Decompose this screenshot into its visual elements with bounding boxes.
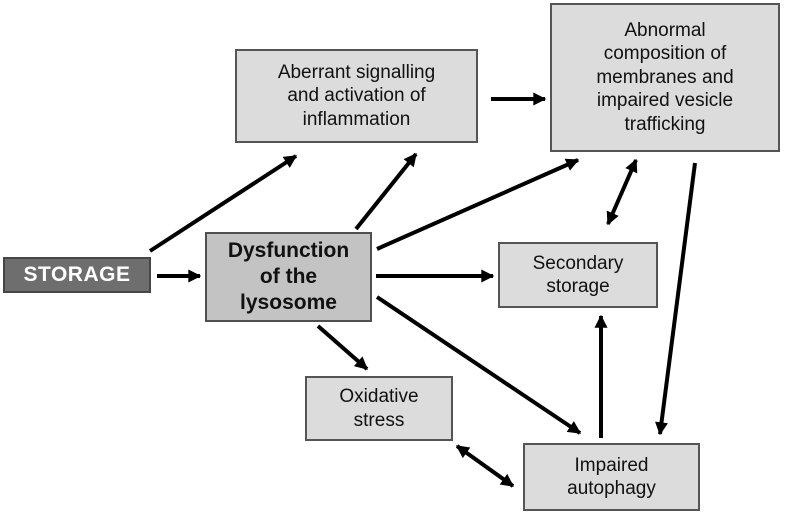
arrow-abnormal-membranes-to-impaired-autophagy [655,162,697,436]
node-abnormal-membranes-vesicle-trafficking: Abnormal composition of membranes and im… [550,3,780,152]
node-aberrant-signalling-inflammation: Aberrant signalling and activation of in… [235,49,478,143]
arrow-dysfunction-to-impaired-autophagy [375,295,582,435]
arrow-dysfunction-to-abnormal-membranes [376,158,580,251]
arrow-storage-to-aberrant-signalling [148,154,298,253]
arrow-abnormal-membranes-secondary-storage-bidirectional [606,158,638,226]
node-secondary-storage: Secondary storage [498,242,658,308]
node-storage: STORAGE [3,257,151,293]
arrow-oxidative-stress-impaired-autophagy-bidirectional [455,444,515,488]
node-impaired-autophagy: Impaired autophagy [523,443,700,511]
node-oxidative-stress: Oxidative stress [305,376,453,441]
arrow-dysfunction-to-oxidative-stress [316,324,369,371]
node-dysfunction-of-the-lysosome: Dysfunction of the lysosome [205,232,372,322]
arrow-dysfunction-to-aberrant-signalling [354,152,418,231]
